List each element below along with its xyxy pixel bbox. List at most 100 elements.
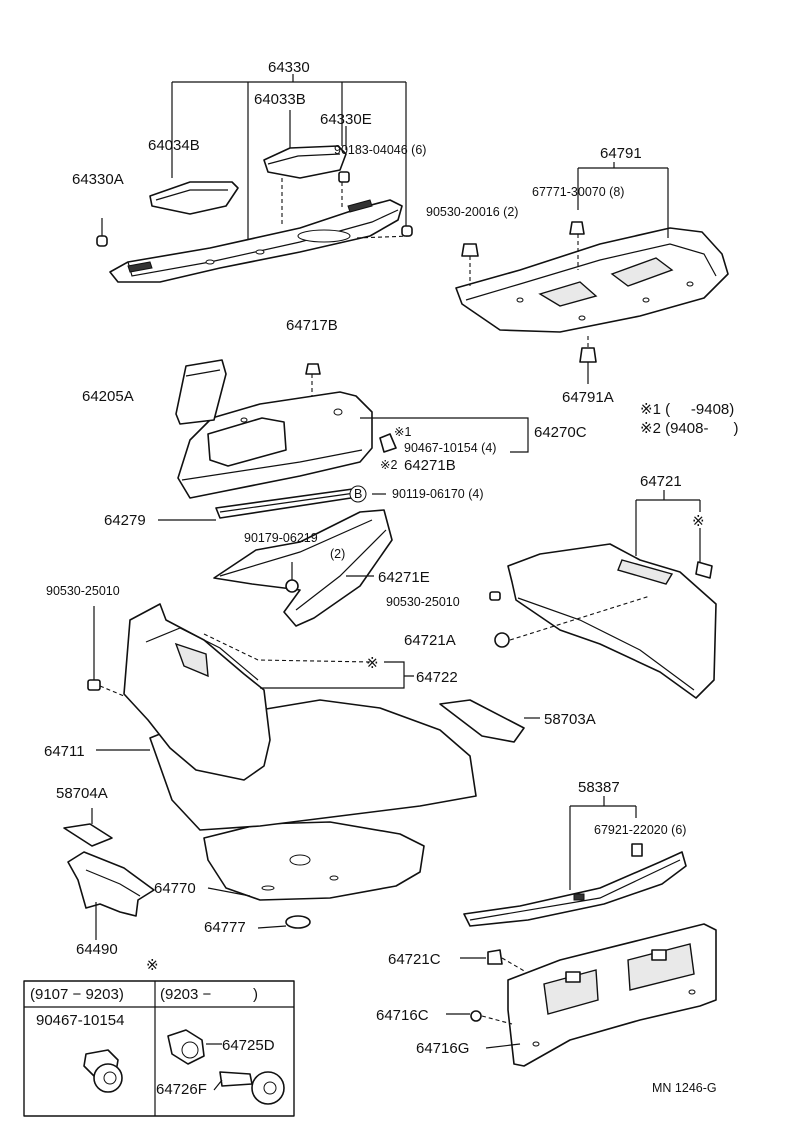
clip-64721c bbox=[460, 949, 527, 973]
leader-64271e bbox=[291, 562, 374, 580]
label-90467-4: 90467-10154 (4) bbox=[404, 441, 496, 455]
legend-right-part-1: 64725D bbox=[222, 1037, 275, 1054]
label-64721-mark: ※ bbox=[692, 513, 705, 530]
label-64717b: 64717B bbox=[286, 317, 338, 334]
trunk-mat-64770 bbox=[203, 821, 425, 901]
clip-90183 bbox=[401, 225, 413, 237]
clip-64330a bbox=[96, 218, 108, 247]
leader-64791 bbox=[469, 162, 669, 384]
leader-64770 bbox=[207, 887, 251, 897]
label-64791: 64791 bbox=[600, 145, 642, 162]
leader-64270c bbox=[360, 417, 529, 453]
clip-90530-25010-left bbox=[87, 606, 125, 697]
label-67771: 67771-30070 (8) bbox=[532, 185, 624, 199]
note-variant-2: ※2 (9408- ) bbox=[640, 420, 738, 437]
label-64205a: 64205A bbox=[82, 388, 134, 405]
fastener-90467-10154 bbox=[83, 1049, 123, 1093]
label-90530-25010-right: 90530-25010 bbox=[386, 595, 460, 609]
drawing-code: MN 1246-G bbox=[652, 1081, 717, 1095]
side-trim-left-64711 bbox=[123, 603, 271, 781]
leader-64716g bbox=[485, 1043, 521, 1049]
clip-64791a bbox=[579, 347, 597, 363]
clip-90530-20016 bbox=[461, 243, 479, 257]
clip-64721-mark bbox=[695, 561, 713, 579]
back-panel-trim-64716g bbox=[507, 923, 717, 1067]
label-90179: 90179-06219 bbox=[244, 531, 318, 545]
clip-64717b bbox=[305, 363, 321, 396]
label-90530-20016: 90530-20016 (2) bbox=[426, 205, 518, 219]
label-64777: 64777 bbox=[204, 919, 246, 936]
plug-64777 bbox=[257, 915, 311, 929]
label-64722: 64722 bbox=[416, 669, 458, 686]
label-64271b: 64271B bbox=[404, 457, 456, 474]
label-58703a: 58703A bbox=[544, 711, 596, 728]
legend-mark: ※ bbox=[146, 957, 159, 974]
cover-58703a bbox=[439, 699, 540, 743]
label-b: B bbox=[354, 487, 362, 501]
label-64279: 64279 bbox=[104, 512, 146, 529]
division-panel-64270c bbox=[177, 391, 373, 499]
label-64721a: 64721A bbox=[404, 632, 456, 649]
label-64791a: 64791A bbox=[562, 389, 614, 406]
legend-right-part-2: 64726F bbox=[156, 1081, 207, 1098]
label-64770: 64770 bbox=[154, 880, 196, 897]
label-64271e: 64271E bbox=[378, 569, 430, 586]
label-64490: 64490 bbox=[76, 941, 118, 958]
tray-pad-64033b bbox=[263, 145, 347, 179]
label-64330: 64330 bbox=[268, 59, 310, 76]
label-64270c: 64270C bbox=[534, 424, 587, 441]
clip-64271b bbox=[379, 433, 397, 453]
clip-67921 bbox=[631, 843, 643, 857]
legend-left-range: (9107 − 9203) bbox=[30, 986, 124, 1003]
clip-64716c bbox=[446, 1010, 513, 1025]
fastener-64725d bbox=[167, 1029, 222, 1065]
leader-64330-bracket bbox=[171, 74, 411, 240]
label-64330e: 64330E bbox=[320, 111, 372, 128]
clip-90530-25010-right bbox=[489, 591, 501, 601]
label-90530-25010-left: 90530-25010 bbox=[46, 584, 120, 598]
label-90183: 90183-04046 (6) bbox=[334, 143, 426, 157]
label-58387: 58387 bbox=[578, 779, 620, 796]
labels: 64330 64033B 64330E 64034B 64330A 90183-… bbox=[30, 59, 738, 1098]
label-64330a: 64330A bbox=[72, 171, 124, 188]
clip-90179 bbox=[285, 579, 299, 593]
leader-58387 bbox=[569, 796, 637, 890]
legend-left-part: 90467-10154 bbox=[36, 1012, 124, 1029]
brace-64271e bbox=[213, 509, 393, 627]
luggage-door-trim-64791 bbox=[455, 227, 729, 333]
leader-64721 bbox=[635, 490, 701, 562]
label-64722-mark: ※ bbox=[366, 655, 379, 672]
clip-67771 bbox=[569, 221, 585, 235]
clip-64721a bbox=[494, 595, 651, 648]
label-64711: 64711 bbox=[44, 743, 85, 760]
label-64716g: 64716G bbox=[416, 1040, 469, 1057]
fastener-64726f bbox=[213, 1071, 285, 1105]
label-90119: 90119-06170 (4) bbox=[392, 487, 484, 501]
label-67921: 67921-22020 (6) bbox=[594, 823, 686, 837]
label-58704a: 58704A bbox=[56, 785, 108, 802]
scuff-plate-58387 bbox=[463, 851, 687, 927]
label-64033b: 64033B bbox=[254, 91, 306, 108]
cover-58704a bbox=[63, 808, 113, 847]
legend-right-range: (9203 − ) bbox=[160, 986, 258, 1003]
label-90179-qty: (2) bbox=[330, 547, 345, 561]
label-64721c: 64721C bbox=[388, 951, 441, 968]
weatherstrip-64279 bbox=[215, 487, 365, 519]
pad-64205a bbox=[175, 359, 227, 425]
side-trim-64721 bbox=[507, 543, 717, 699]
leader-64279 bbox=[158, 493, 386, 521]
variant-legend-box bbox=[23, 980, 295, 1117]
tray-pad-64034b bbox=[149, 181, 239, 215]
box-64490 bbox=[67, 851, 155, 940]
leader-64722 bbox=[203, 633, 414, 689]
label-64716c: 64716C bbox=[376, 1007, 429, 1024]
label-mark-2: ※2 bbox=[380, 458, 397, 472]
package-tray-trim-assembly bbox=[109, 199, 403, 283]
clip-64330e bbox=[338, 171, 350, 183]
note-variant-1: ※1 ( -9408) bbox=[640, 401, 734, 418]
b-circle-icon bbox=[349, 485, 367, 503]
label-64034b: 64034B bbox=[148, 137, 200, 154]
label-64721: 64721 bbox=[640, 473, 682, 490]
label-mark-1: ※1 bbox=[394, 425, 411, 439]
